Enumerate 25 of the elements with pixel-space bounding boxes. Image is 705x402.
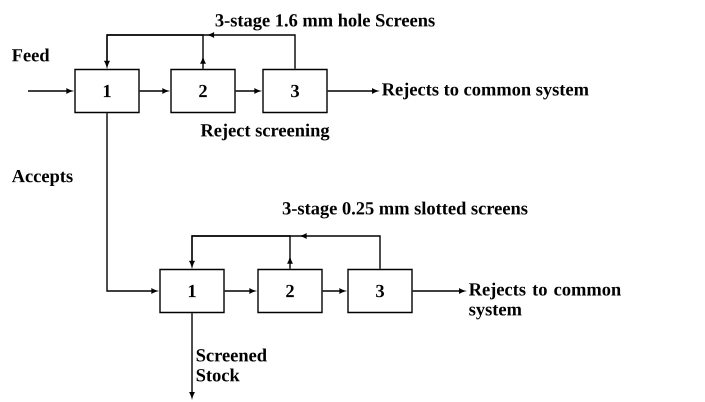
screen-box: 1 <box>159 268 225 314</box>
flow-arrow <box>28 88 72 94</box>
screen-box: 3 <box>347 268 413 314</box>
edge-label: Accepts <box>12 170 73 186</box>
flow-arrow <box>328 88 378 94</box>
outlet-text: Rejects to common system <box>469 282 621 320</box>
edge-label: Screened Stock <box>196 348 267 382</box>
screen-box: 3 <box>262 68 328 114</box>
stage-title: 3-stage 0.25 mm slotted screens <box>282 202 528 218</box>
flow-arrow <box>190 313 194 398</box>
edge-label: Feed <box>12 48 50 62</box>
flow-arrow <box>140 88 168 94</box>
caption-text: Reject screening <box>200 124 330 140</box>
flow-arrow <box>106 113 158 294</box>
flow-arrow <box>322 288 346 294</box>
outlet-text: Rejects to common system <box>382 82 589 100</box>
stage-title: 3-stage 1.6 mm hole Screens <box>216 14 435 30</box>
screen-box: 1 <box>74 68 140 114</box>
screen-box: 2 <box>257 268 323 314</box>
flow-arrow <box>190 235 292 269</box>
flow-arrow <box>104 34 206 69</box>
screen-box: 2 <box>170 68 236 114</box>
flow-arrow <box>236 88 260 94</box>
flow-arrow <box>224 288 256 294</box>
flow-arrow <box>412 288 465 294</box>
